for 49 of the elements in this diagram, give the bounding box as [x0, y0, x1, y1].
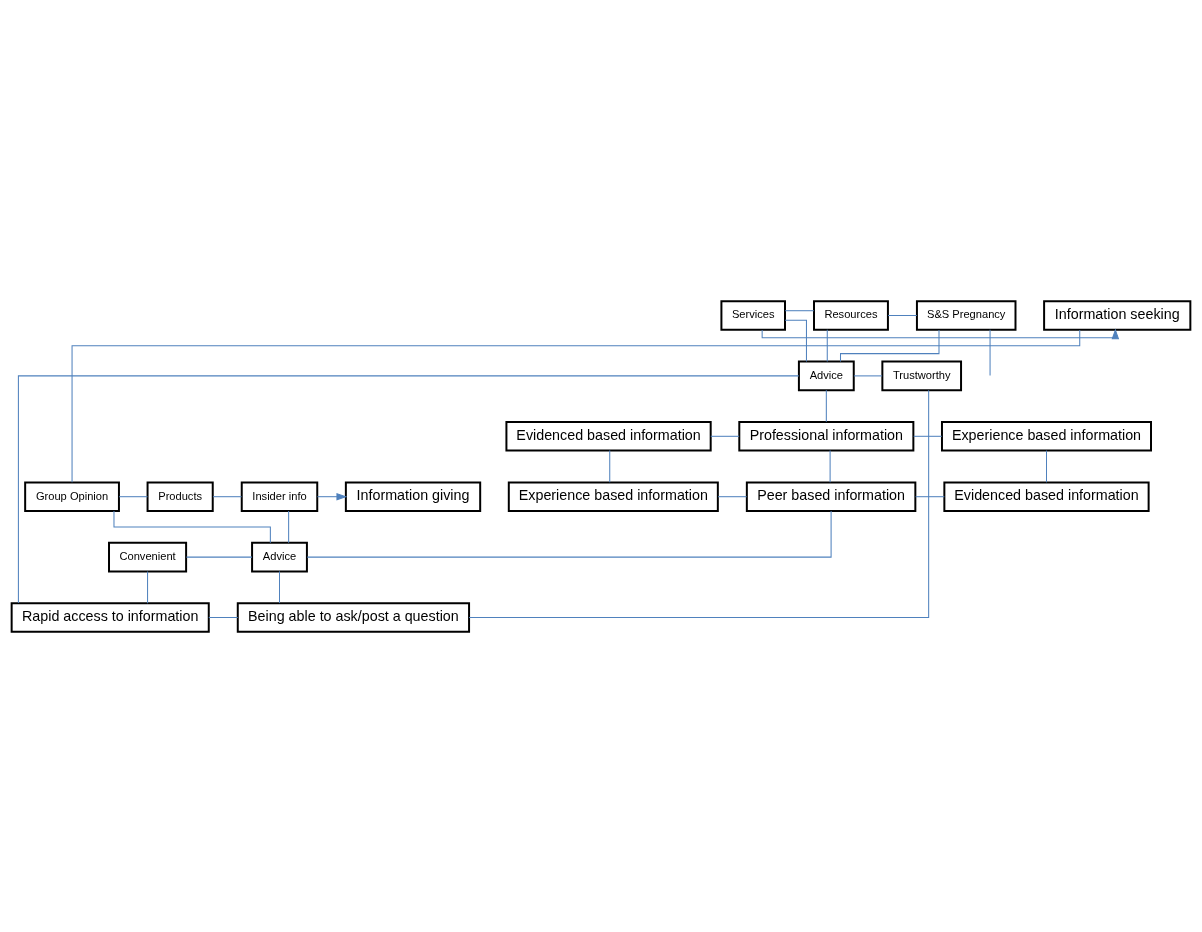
connector [989, 328, 991, 376]
connector [118, 495, 148, 497]
node-box: Being able to ask/post a question [236, 601, 471, 633]
node-box: Products [146, 480, 214, 512]
node-box: Convenient [108, 541, 188, 572]
node-box: Evidenced based information [505, 420, 712, 452]
connector [212, 495, 243, 497]
node-box: S&S Pregnancy [915, 299, 1017, 331]
node-box: Resources [813, 299, 889, 331]
connector [208, 616, 239, 618]
node-box: Group Opinion [24, 480, 120, 512]
node-box: Information giving [344, 480, 482, 512]
connector [1045, 449, 1047, 483]
node-box: Peer based information [745, 480, 917, 512]
node-box: Professional information [738, 420, 915, 452]
node-box: Advice [797, 360, 855, 391]
connector [710, 435, 740, 437]
connector [468, 389, 930, 618]
connector [853, 374, 883, 376]
node-box: Advice [251, 541, 308, 572]
node-box: Rapid access to information [10, 601, 210, 633]
connector [784, 319, 807, 362]
node-box: Insider info [240, 480, 319, 512]
connector [717, 495, 748, 497]
node-box: Trustworthy [881, 360, 963, 391]
arrow [316, 492, 348, 500]
connector [147, 570, 149, 604]
connector [840, 328, 940, 362]
connector [288, 510, 290, 543]
node-box: Services [720, 299, 786, 331]
connector [113, 510, 271, 543]
connector [887, 314, 918, 316]
connector [71, 328, 1081, 483]
node-box: Information seeking [1043, 299, 1192, 331]
connector [17, 374, 800, 604]
connector [913, 435, 943, 437]
connector [185, 556, 253, 558]
connector [826, 328, 828, 362]
connector [306, 510, 832, 558]
connector [279, 570, 280, 604]
connector [825, 389, 827, 422]
connector [915, 495, 945, 497]
arrow [761, 327, 1120, 339]
connector [609, 449, 611, 483]
node-box: Experience based information [507, 480, 719, 512]
connector [829, 449, 831, 483]
node-box: Evidenced based information [943, 480, 1150, 512]
connector [784, 309, 815, 311]
node-box: Experience based information [940, 420, 1152, 452]
